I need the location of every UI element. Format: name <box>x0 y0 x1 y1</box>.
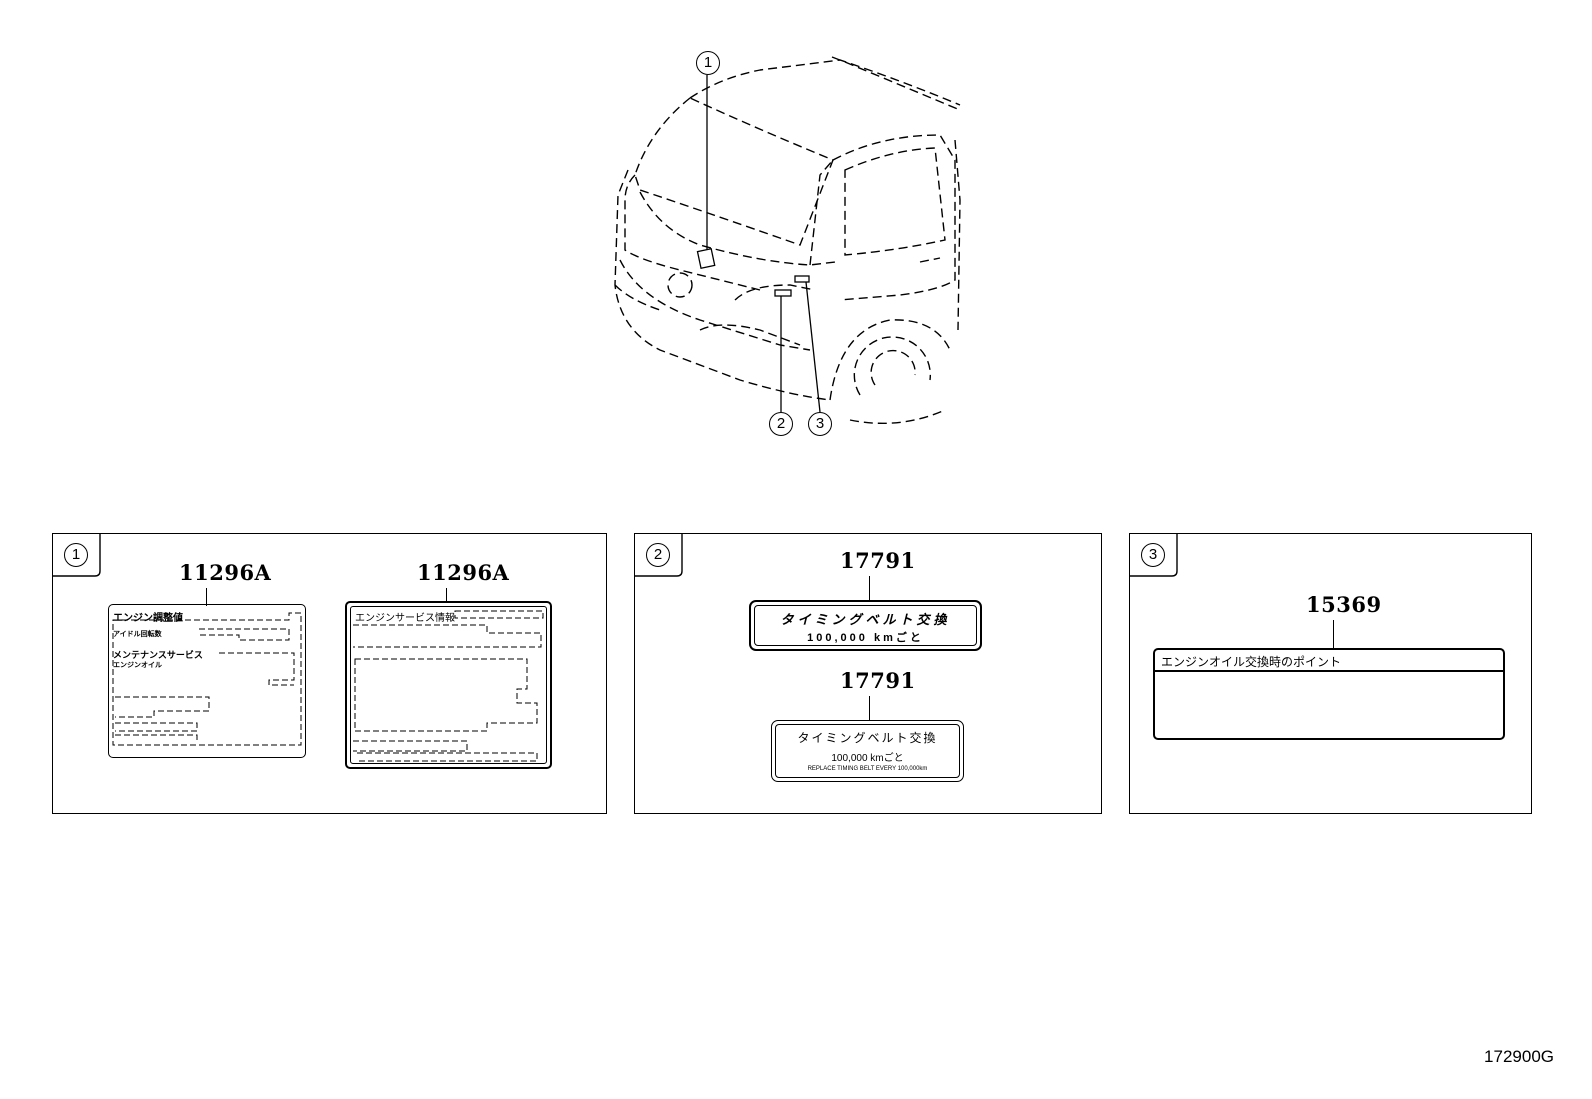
panel-3-tab-number: 3 <box>1141 543 1165 567</box>
oil-change-points-label: エンジンオイル交換時のポイント <box>1153 648 1505 740</box>
callout-2: 2 <box>769 412 793 436</box>
diagram-code: 172900G <box>1484 1047 1554 1066</box>
label-line: エンジンサービス情報 <box>355 613 455 624</box>
panel-2-tab-number: 2 <box>646 543 670 567</box>
part-number: 11296A <box>417 560 510 585</box>
callout-1: 1 <box>696 51 720 75</box>
panel-1-tab-number: 1 <box>64 543 88 567</box>
label-field-outlines <box>112 612 302 746</box>
part-number: 17791 <box>840 668 916 693</box>
engine-service-info-label: エンジンサービス情報 <box>345 601 552 769</box>
panel-tab-frame <box>52 533 101 577</box>
truck-illustration <box>614 56 961 424</box>
label-line: 100,000 kmごと <box>831 753 904 764</box>
panel-2: 2 17791 タイミングベルト交換 100,000 kmごと 17791 タイ… <box>634 533 1102 814</box>
label-line: REPLACE TIMING BELT EVERY 100,000km <box>807 766 928 772</box>
label-line: エンジン調整値 <box>113 613 183 624</box>
part-number: 15369 <box>1306 592 1382 617</box>
part-number: 11296A <box>179 560 272 585</box>
label-line: タイミングベルト交換 <box>797 731 938 745</box>
panel-3: 3 15369 エンジンオイル交換時のポイント <box>1129 533 1532 814</box>
label-line: エンジンオイル交換時のポイント <box>1161 655 1342 669</box>
label-field-outlines <box>353 610 544 762</box>
timing-belt-label-secondary: タイミングベルト交換 100,000 kmごと REPLACE TIMING B… <box>771 720 964 782</box>
engine-tuning-label: エンジン調整値 アイドル回転数 メンテナンスサービス エンジンオイル <box>108 604 306 758</box>
label-line: 100,000 kmごと <box>807 632 924 644</box>
callout-3: 3 <box>808 412 832 436</box>
part-number: 17791 <box>840 548 916 573</box>
label-line: タイミングベルト交換 <box>780 612 951 627</box>
label-line: メンテナンスサービス <box>113 650 203 660</box>
panel-tab-frame <box>1129 533 1178 577</box>
timing-belt-label-primary: タイミングベルト交換 100,000 kmごと <box>749 600 982 651</box>
panel-tab-frame <box>634 533 683 577</box>
panel-1: 1 11296A エンジン調整値 アイドル回転数 メンテナンスサービス エンジン… <box>52 533 607 814</box>
label-line: エンジンオイル <box>113 662 162 669</box>
label-line: アイドル回転数 <box>113 631 162 638</box>
